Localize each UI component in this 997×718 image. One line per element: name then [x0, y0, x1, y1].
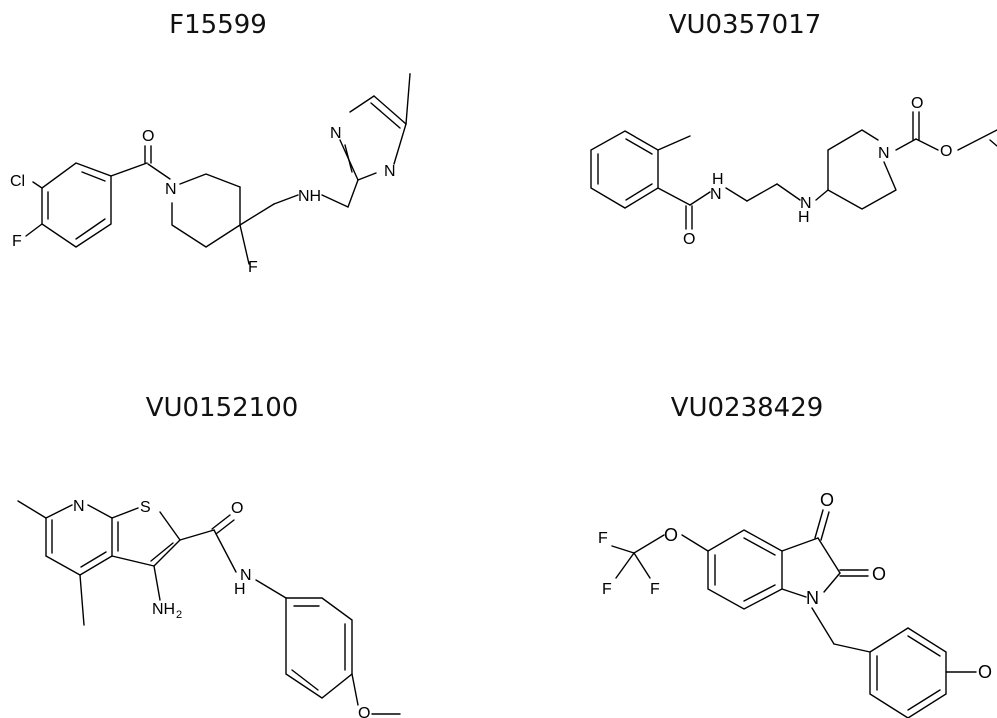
atom-nh: NH — [298, 188, 321, 205]
bond-methyl — [405, 73, 411, 125]
compound-title-vu0238429: VU0238429 — [670, 393, 824, 423]
atom-o: O — [683, 231, 695, 248]
atom-n: N — [806, 588, 819, 608]
bond — [321, 194, 349, 208]
piperidine-ring — [827, 129, 897, 210]
atom-o: O — [142, 128, 154, 145]
atom-n: N — [240, 567, 252, 584]
atom-f: F — [248, 259, 258, 276]
bond-cf — [633, 552, 651, 579]
atom-n: N — [330, 125, 342, 142]
benzyl-ring — [869, 627, 947, 718]
atom-s: S — [140, 499, 151, 516]
compound-title-vu0357017: VU0357017 — [668, 10, 822, 40]
bond — [957, 129, 997, 151]
bond — [213, 529, 237, 573]
thiophene-ring — [111, 507, 181, 567]
bond — [725, 187, 748, 202]
bond — [179, 529, 215, 541]
atom-h: H — [234, 581, 246, 598]
bond — [110, 162, 148, 177]
atom-nh2: NH — [152, 601, 175, 618]
atom-o: O — [358, 705, 370, 718]
compound-title-f15599: F15599 — [169, 10, 267, 40]
bond — [657, 187, 691, 206]
bond-co — [814, 509, 824, 539]
atom-n: N — [165, 181, 177, 198]
bond — [633, 534, 665, 554]
atom-h: H — [712, 171, 724, 188]
structure-vu0357017: H N O N H N O O — [590, 95, 997, 248]
atom-o: O — [820, 490, 834, 510]
bond-cl — [32, 181, 43, 189]
subscript-2: 2 — [176, 609, 182, 621]
atom-f: F — [650, 581, 660, 598]
bond-co — [820, 511, 830, 541]
bond — [239, 203, 275, 226]
atom-o: O — [911, 95, 923, 112]
bond-methyl — [657, 135, 691, 151]
bond — [776, 183, 801, 201]
bond-nh2 — [153, 565, 161, 601]
atom-cl: Cl — [10, 173, 25, 190]
bond-ome — [351, 673, 359, 706]
toluene-ring — [590, 130, 659, 209]
piperidine-ring — [171, 173, 241, 248]
bond-f — [25, 223, 43, 237]
bond — [681, 534, 709, 552]
bond-co — [211, 514, 231, 530]
atom-f: F — [12, 233, 22, 250]
atom-h: H — [798, 209, 810, 226]
bond-co — [215, 519, 235, 535]
atom-n: N — [878, 145, 890, 162]
bond-cf — [615, 552, 635, 579]
benzyl-ring — [285, 597, 353, 699]
bond — [746, 183, 778, 202]
atom-n: N — [800, 195, 812, 212]
structure-vu0238429: F F F O O O N O — [598, 490, 992, 718]
bond-cf — [611, 545, 635, 554]
pyridine-ring — [17, 500, 113, 626]
bond — [811, 607, 835, 645]
atom-o: O — [872, 564, 886, 584]
atom-o: O — [664, 525, 678, 545]
bond — [273, 194, 299, 205]
bond — [689, 191, 711, 206]
isatin-benzene-ring — [707, 529, 783, 610]
compound-title-vu0152100: VU0152100 — [145, 393, 299, 423]
atom-f: F — [602, 581, 612, 598]
bond — [915, 138, 939, 151]
bond-f — [239, 224, 250, 265]
structure-vu0152100: N S O N H NH 2 O — [17, 498, 401, 718]
pyrrolidinedione-ring — [781, 537, 841, 598]
atom-n: N — [710, 186, 722, 203]
bond — [895, 138, 917, 151]
atom-f: F — [598, 530, 608, 547]
atom-n: N — [384, 163, 396, 180]
structure-f15599: Cl F O N F NH N N — [10, 73, 411, 276]
atom-o: O — [231, 500, 243, 517]
bond — [815, 189, 829, 201]
atom-n: N — [73, 498, 85, 515]
bond — [255, 579, 287, 599]
bond — [833, 643, 871, 653]
aryl-ring — [41, 162, 112, 248]
atom-o: O — [940, 143, 952, 160]
atom-o: O — [978, 662, 992, 682]
bond — [147, 163, 171, 180]
bond — [989, 139, 997, 147]
pyrimidine-ring — [339, 95, 407, 208]
